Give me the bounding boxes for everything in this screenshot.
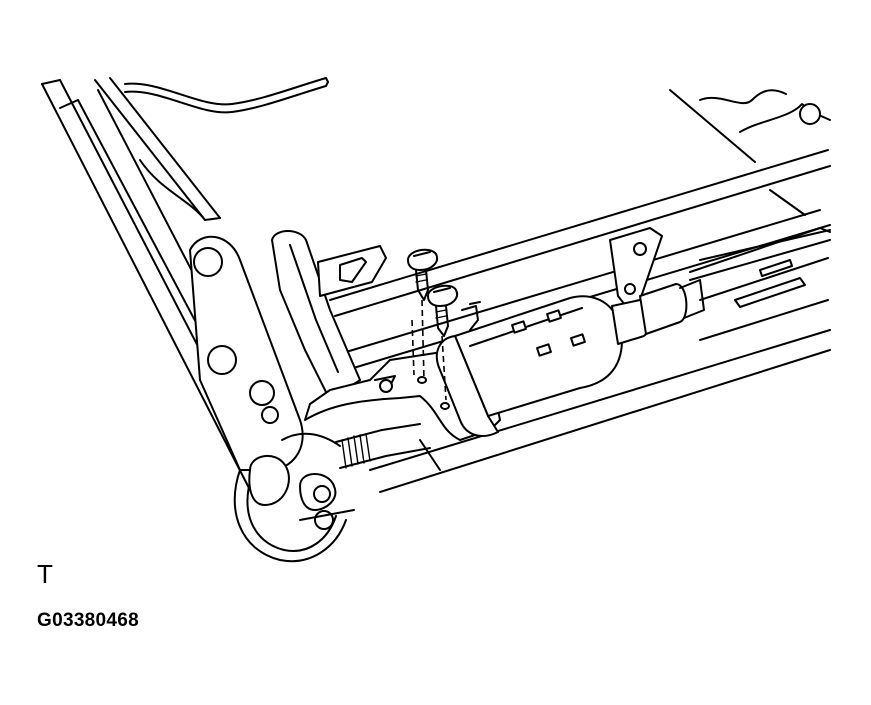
screw-1-guide-2 <box>411 319 415 376</box>
wire-harness <box>124 77 329 114</box>
figure-code: G03380468 <box>37 610 140 631</box>
harness-clip <box>461 301 481 331</box>
frame-corner <box>233 469 347 563</box>
screw-2-guide <box>441 335 447 401</box>
screw-1 <box>407 248 438 301</box>
motor-coupling <box>611 279 705 345</box>
adjuster-rail <box>689 227 831 341</box>
motor-housing <box>435 295 629 437</box>
rear-frame-bracket <box>669 89 831 216</box>
link-arm <box>609 227 663 306</box>
screw-1-guide <box>421 299 425 381</box>
mounting-plate <box>271 230 387 401</box>
drive-shaft <box>335 423 441 471</box>
screw-holes <box>417 376 450 410</box>
view-marker: T <box>37 559 53 589</box>
screw-2 <box>427 284 458 337</box>
recliner-mechanism <box>189 235 355 530</box>
